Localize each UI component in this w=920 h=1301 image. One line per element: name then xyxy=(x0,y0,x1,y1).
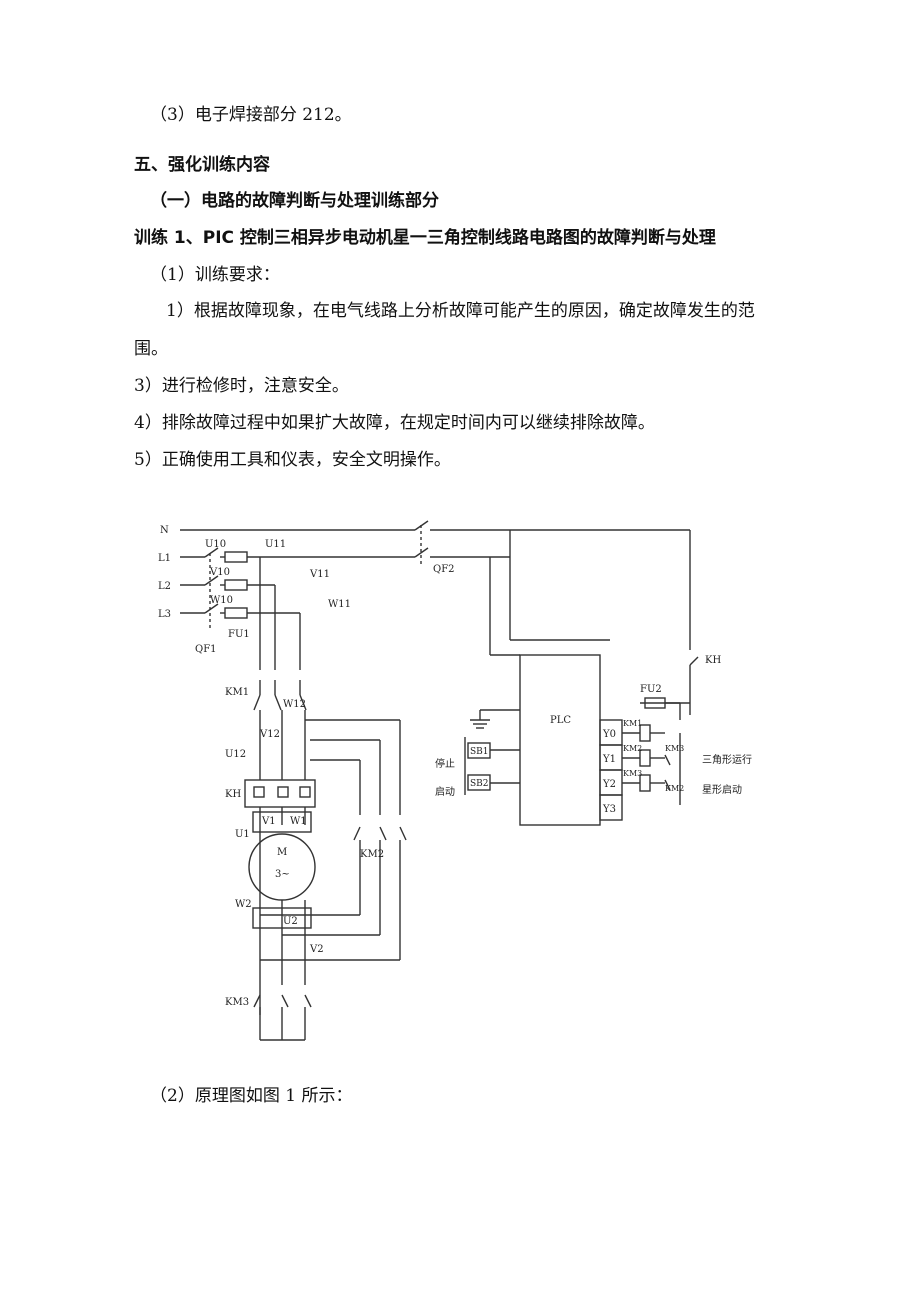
diagram-label: QF2 xyxy=(433,564,455,575)
diagram-label: KM2 xyxy=(665,784,684,793)
diagram-label: Y3 xyxy=(602,804,616,815)
diagram-label: W11 xyxy=(328,599,351,610)
training-title: 训练 1、PIC 控制三相异步电动机星一三角控制线路电路图的故障判断与处理 xyxy=(134,228,716,248)
diagram-label: 启动 xyxy=(435,785,455,798)
diagram-label: W2 xyxy=(235,899,252,910)
diagram-label: KH xyxy=(225,789,241,800)
diagram-label: 3~ xyxy=(275,869,290,880)
diagram-label: KM2 xyxy=(623,744,642,753)
subsection-heading: （一）电路的故障判断与处理训练部分 xyxy=(150,191,439,211)
diagram-label: W1 xyxy=(290,816,307,827)
diagram-label: KH xyxy=(705,655,721,666)
diagram-label: U1 xyxy=(235,829,250,840)
diagram-label: U2 xyxy=(283,916,298,927)
text-line: （3）电子焊接部分 212。 xyxy=(150,105,352,125)
diagram-label: Y0 xyxy=(602,729,616,740)
diagram-label: PLC xyxy=(550,715,571,726)
text-line: 5）正确使用工具和仪表，安全文明操作。 xyxy=(134,450,451,470)
diagram-label: M xyxy=(277,847,287,858)
diagram-label: V2 xyxy=(309,944,324,955)
diagram-label: N xyxy=(160,525,169,536)
diagram-label: KM3 xyxy=(623,769,642,778)
diagram-label: V12 xyxy=(259,729,280,740)
section-heading: 五、强化训练内容 xyxy=(134,155,270,175)
diagram-label: W10 xyxy=(210,595,233,606)
diagram-label: 停止 xyxy=(435,757,455,770)
text-line: （2）原理图如图 1 所示： xyxy=(150,1086,353,1106)
diagram-label: SB2 xyxy=(470,779,489,789)
diagram-label: L3 xyxy=(158,609,171,620)
diagram-label: U11 xyxy=(265,539,286,550)
diagram-label: 星形启动 xyxy=(702,783,742,796)
diagram-label: FU1 xyxy=(228,629,250,640)
diagram-label: KM1 xyxy=(623,719,642,728)
text-line: 1）根据故障现象，在电气线路上分析故障可能产生的原因，确定故障发生的范 xyxy=(166,301,755,321)
text-line: 围。 xyxy=(134,339,168,359)
diagram-label: SB1 xyxy=(470,747,489,757)
diagram-label: QF1 xyxy=(195,644,217,655)
diagram-label: L2 xyxy=(158,581,171,592)
diagram-label: KM3 xyxy=(665,744,684,753)
diagram-label: 三角形运行 xyxy=(702,753,752,766)
circuit-diagram: N L1 L2 L3 U10 V10 W10 U11 V11 W11 FU1 Q… xyxy=(158,520,752,1041)
diagram-label: W12 xyxy=(283,699,306,710)
diagram-label: KM3 xyxy=(225,997,249,1008)
diagram-label: Y1 xyxy=(602,754,616,765)
text-line: （1）训练要求： xyxy=(150,265,280,285)
diagram-label: V10 xyxy=(209,567,230,578)
diagram-label: KM2 xyxy=(360,849,384,860)
diagram-label: Y2 xyxy=(602,779,616,790)
diagram-label: V11 xyxy=(309,569,330,580)
diagram-label: V1 xyxy=(261,816,276,827)
diagram-label: U10 xyxy=(205,539,226,550)
text-line: 4）排除故障过程中如果扩大故障，在规定时间内可以继续排除故障。 xyxy=(134,413,655,433)
diagram-label: L1 xyxy=(158,553,171,564)
diagram-label: KM1 xyxy=(225,687,249,698)
diagram-label: FU2 xyxy=(640,684,662,695)
diagram-label: U12 xyxy=(225,749,246,760)
text-line: 3）进行检修时，注意安全。 xyxy=(134,376,349,396)
